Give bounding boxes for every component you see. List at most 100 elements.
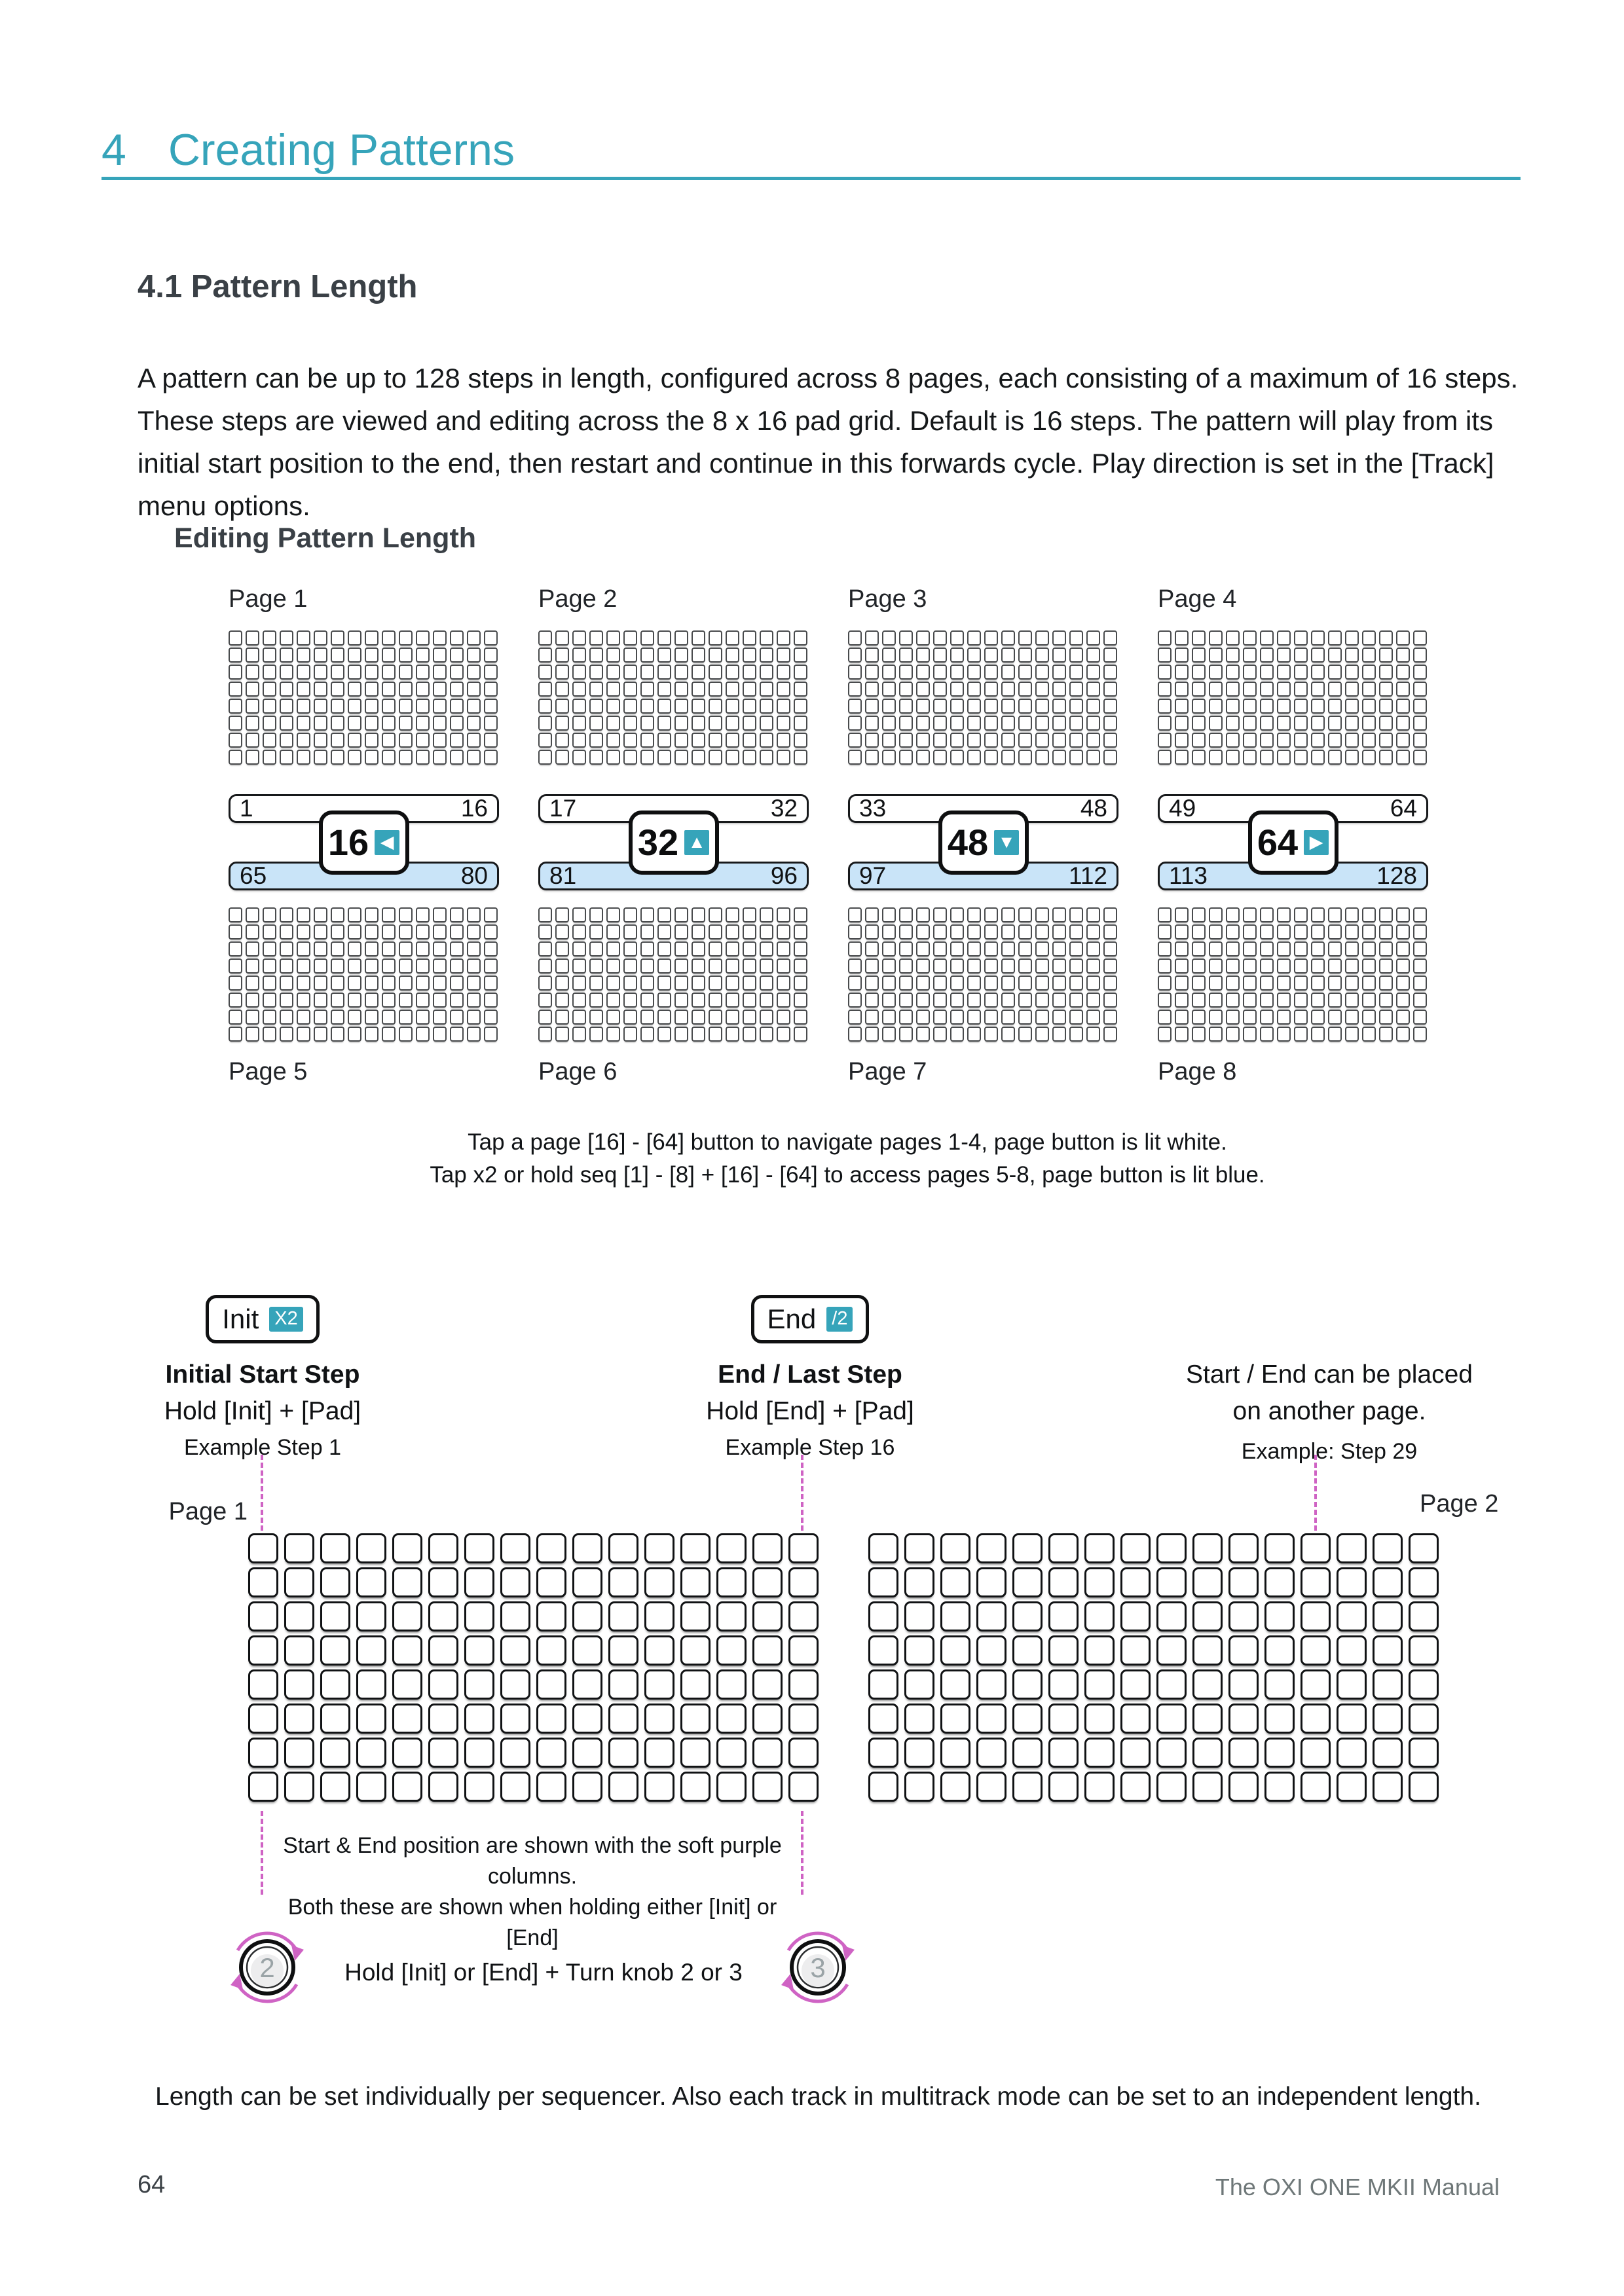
pad-empty: [555, 716, 569, 731]
pad-empty: [433, 941, 447, 957]
pad-empty: [1001, 665, 1015, 680]
pad-empty: [692, 630, 705, 646]
pad-empty: [606, 750, 620, 765]
pad-empty: [1379, 958, 1393, 974]
pad-empty: [794, 1027, 807, 1042]
pad-empty: [1328, 733, 1342, 748]
pad-empty: [623, 699, 637, 714]
pad-cyan: [1035, 924, 1049, 939]
pad-purple: [229, 630, 242, 646]
pad-empty: [284, 1704, 314, 1734]
range-start: 65: [240, 862, 267, 889]
pad-empty: [1192, 665, 1206, 680]
pad-cyan: [606, 993, 620, 1008]
pad-teal: [382, 733, 396, 748]
pad-empty: [1035, 716, 1049, 731]
pad-empty: [1035, 1027, 1049, 1042]
pad-cyan: [1362, 924, 1376, 939]
pad-empty: [555, 993, 569, 1008]
pad-empty: [1086, 699, 1100, 714]
pad-empty: [263, 630, 276, 646]
pad-empty: [760, 1010, 773, 1025]
pad-empty: [1158, 975, 1172, 991]
pad-empty: [1328, 1027, 1342, 1042]
pad-empty: [356, 1704, 386, 1734]
pad-empty: [428, 1669, 458, 1700]
pad-empty: [572, 1601, 602, 1631]
pad-empty: [1103, 750, 1117, 765]
pad-empty: [467, 975, 481, 991]
pad-empty: [674, 630, 688, 646]
pad-empty: [1158, 907, 1172, 922]
pad-empty: [657, 699, 671, 714]
pad-empty: [882, 750, 896, 765]
pad-empty: [1379, 941, 1393, 957]
pad-empty: [794, 993, 807, 1008]
pad-empty: [536, 1635, 566, 1666]
pad-empty: [1413, 750, 1427, 765]
pad-empty: [1103, 924, 1117, 939]
pad-purple: [248, 1533, 278, 1563]
pad-empty: [794, 958, 807, 974]
pad-empty: [794, 750, 807, 765]
pad-empty: [709, 647, 722, 663]
pad-empty: [1228, 1738, 1259, 1768]
pad-empty: [1328, 699, 1342, 714]
page-button-64: 64▶: [1247, 810, 1338, 875]
pad-purple: [788, 1669, 819, 1700]
pad-empty: [284, 1669, 314, 1700]
pad-empty: [1209, 924, 1223, 939]
pad-empty: [331, 647, 344, 663]
pad-empty: [382, 907, 396, 922]
pad-empty: [1294, 907, 1308, 922]
pad-cyan: [572, 958, 586, 974]
pad-empty: [1001, 682, 1015, 697]
pad-empty: [589, 975, 603, 991]
pad-empty: [967, 630, 981, 646]
pad-empty: [777, 716, 790, 731]
pad-cyan: [1086, 1010, 1100, 1025]
pad-empty: [984, 630, 998, 646]
pad-empty: [464, 1635, 494, 1666]
pad-empty: [348, 630, 361, 646]
pad-empty: [382, 647, 396, 663]
pad-empty: [1396, 1027, 1410, 1042]
pad-cyan: [1209, 958, 1223, 974]
pad-empty: [933, 924, 947, 939]
pad-empty: [940, 1601, 970, 1631]
pad-empty: [246, 941, 259, 957]
pad-empty: [916, 733, 930, 748]
pad-empty: [1069, 1027, 1083, 1042]
pad-empty: [1103, 682, 1117, 697]
pad-empty: [640, 975, 654, 991]
pad-empty: [865, 716, 879, 731]
pad-empty: [674, 716, 688, 731]
pad-empty: [1084, 1567, 1115, 1597]
pad-empty: [882, 907, 896, 922]
pad-cyan: [674, 682, 688, 697]
pad-empty: [1035, 665, 1049, 680]
pad-empty: [263, 1027, 276, 1042]
pad-empty: [246, 682, 259, 697]
pad-empty: [1373, 1669, 1403, 1700]
pad-cyan: [777, 924, 790, 939]
knob-3-number: 3: [810, 1952, 825, 1983]
pad-empty: [940, 1635, 970, 1666]
pad-teal: [428, 1601, 458, 1631]
pad-empty: [984, 924, 998, 939]
pad-empty: [572, 1635, 602, 1666]
pad-empty: [555, 750, 569, 765]
pad-empty: [933, 1027, 947, 1042]
pad-empty: [640, 682, 654, 697]
pad-purple: [229, 733, 242, 748]
pad-empty: [1311, 924, 1325, 939]
pad-empty: [716, 1567, 747, 1597]
pad-empty: [348, 941, 361, 957]
pad-empty: [933, 958, 947, 974]
pad-empty: [1001, 716, 1015, 731]
pad-empty: [967, 958, 981, 974]
manual-title: The OXI ONE MKII Manual: [1215, 2174, 1500, 2200]
pad-empty: [280, 665, 293, 680]
pad-empty: [644, 1738, 674, 1768]
